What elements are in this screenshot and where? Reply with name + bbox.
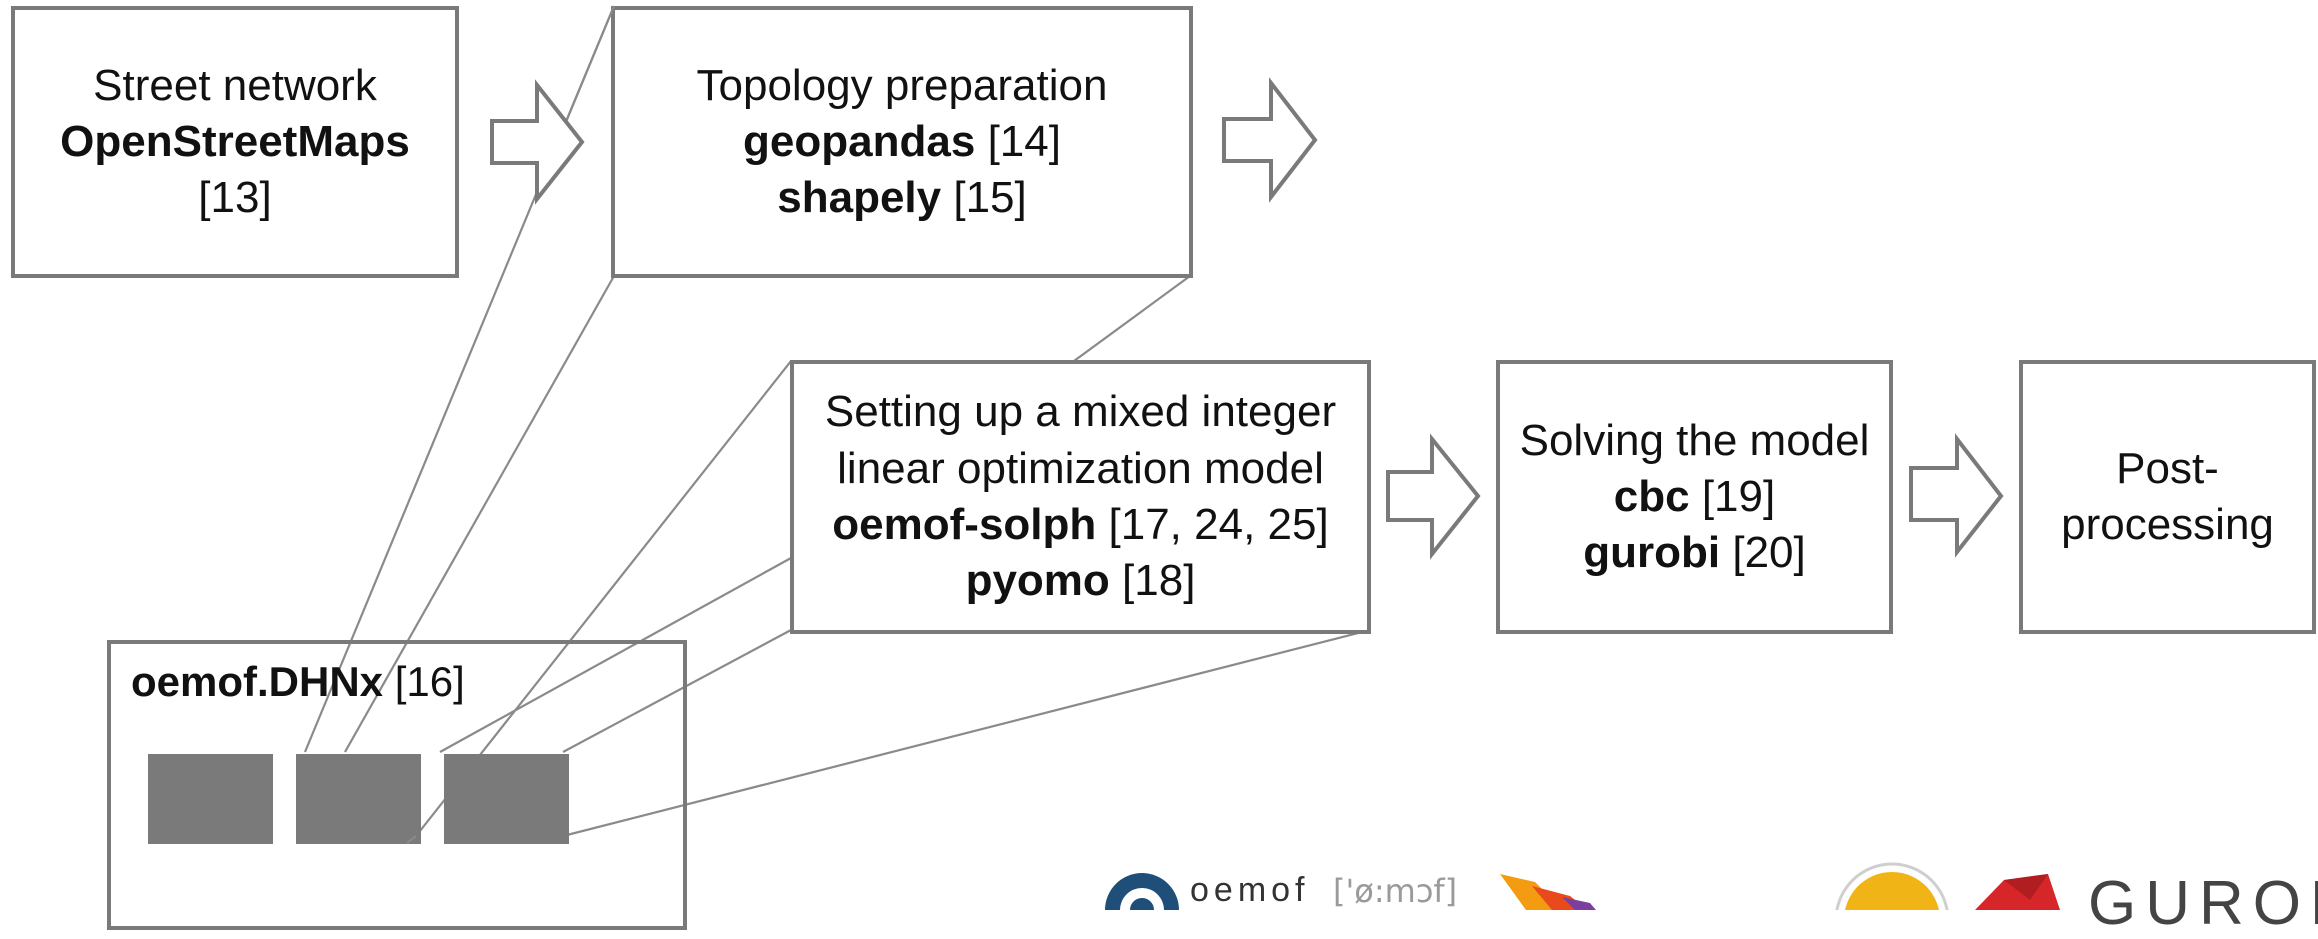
reference: [19] <box>1701 471 1776 521</box>
connector-lines <box>303 5 1371 838</box>
library-box: oemof.DHNx [16] <box>107 640 687 930</box>
library-line: geopandas [14] <box>743 114 1061 170</box>
gurobi-logo-text: GUROB <box>2088 869 2318 938</box>
library-name: OpenStreetMaps <box>60 116 410 166</box>
cbc-logo-icon <box>1835 862 1949 910</box>
oemof-logo-phonetic: ['ø:mɔf] <box>1333 872 1458 910</box>
flow-arrow-icon <box>1909 433 2004 558</box>
library-name: pyomo <box>965 556 1110 606</box>
library-title: oemof.DHNx [16] <box>131 658 465 706</box>
reference: [18] <box>1122 556 1196 606</box>
step-title: Topology preparation <box>696 60 1108 110</box>
library-module <box>296 754 421 844</box>
connector-line <box>439 557 792 753</box>
arrows-overlay <box>406 5 2004 844</box>
flow-arrow-icon <box>1386 433 1481 560</box>
library-module <box>444 754 569 844</box>
library-name: oemof.DHNx <box>131 658 384 705</box>
library-line: pyomo [18] <box>966 553 1196 609</box>
library-line: shapely [15] <box>777 170 1027 226</box>
library-name: shapely <box>777 173 942 223</box>
reference: [14] <box>987 116 1061 166</box>
step-title: Solving the model <box>1519 415 1870 465</box>
library-name: cbc <box>1613 471 1690 521</box>
step-title: Street network <box>93 60 377 110</box>
step-milp-model: Setting up a mixed integer linear optimi… <box>790 360 1371 634</box>
connector-line <box>562 628 1371 838</box>
flow-arrow-icon <box>1222 77 1318 203</box>
library-line: gurobi [20] <box>1583 525 1805 581</box>
library-module <box>148 754 273 844</box>
step-title: linear optimization model <box>837 443 1324 493</box>
workflow-diagram: Street network OpenStreetMaps [13] Topol… <box>11 5 2318 938</box>
connector-line <box>344 275 615 753</box>
library-name: gurobi <box>1583 528 1721 578</box>
reference: [15] <box>953 173 1027 223</box>
library-name: geopandas <box>743 116 976 166</box>
step-street-network: Street network OpenStreetMaps [13] <box>11 6 459 278</box>
step-title: Post- <box>2116 443 2219 493</box>
step-title: Setting up a mixed integer <box>824 387 1337 437</box>
logo-graphics <box>1105 862 2060 910</box>
oemof-logo-text: oemof <box>1190 871 1310 909</box>
library-line: cbc [19] <box>1614 469 1775 525</box>
oemof-logo-icon <box>1105 873 1179 910</box>
step-title: processing <box>2061 500 2274 549</box>
solph-bird-logo-icon <box>1500 874 1596 910</box>
connector-line <box>562 629 792 753</box>
gurobi-logo-icon <box>1975 874 2060 910</box>
library-line: oemof-solph [17, 24, 25] <box>832 497 1328 553</box>
reference: [17, 24, 25] <box>1108 500 1329 549</box>
library-name: oemof-solph <box>832 500 1097 549</box>
reference: [20] <box>1732 528 1806 578</box>
step-post-processing: Post- processing <box>2019 360 2316 634</box>
step-topology-preparation: Topology preparation geopandas [14] shap… <box>611 6 1193 278</box>
step-solving-model: Solving the model cbc [19] gurobi [20] <box>1496 360 1893 634</box>
reference: [16] <box>394 658 465 705</box>
connector-line <box>1073 275 1191 362</box>
connector-line <box>406 835 417 844</box>
flow-arrow-icon <box>490 79 585 205</box>
reference: [13] <box>198 173 272 223</box>
